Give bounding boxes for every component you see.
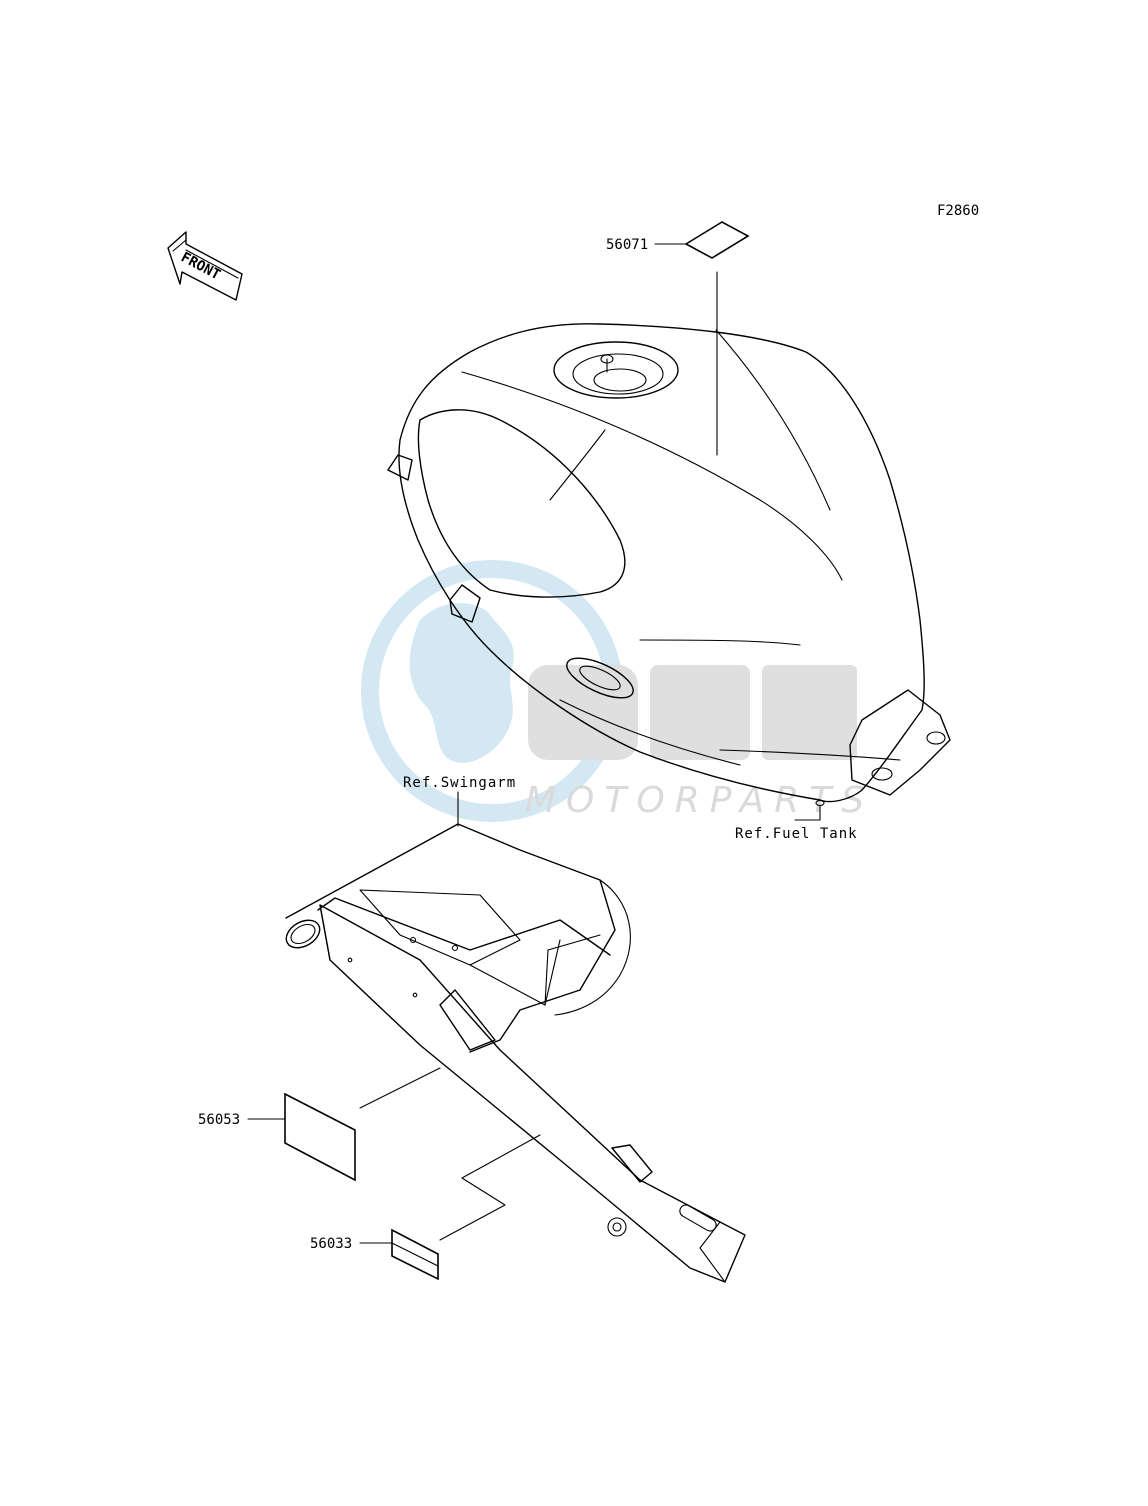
label-56053: 56053 bbox=[198, 1067, 441, 1182]
fuel-tank-drawing: Ref.Fuel Tank bbox=[387, 323, 951, 842]
front-direction-arrow: FRONT bbox=[167, 231, 243, 301]
ref-fuel-tank: Ref.Fuel Tank bbox=[735, 826, 858, 842]
swingarm-drawing: Ref.Swingarm bbox=[285, 775, 746, 1283]
label-56071: 56071 bbox=[606, 221, 750, 456]
front-arrow-label: FRONT bbox=[178, 249, 223, 283]
watermark-letter-e bbox=[650, 665, 750, 760]
ref-swingarm: Ref.Swingarm bbox=[403, 775, 516, 791]
watermark-tagline: MOTORPARTS bbox=[525, 780, 874, 821]
part-number-56053: 56053 bbox=[198, 1112, 240, 1128]
watermark-continents bbox=[409, 602, 514, 763]
part-number-56071: 56071 bbox=[606, 237, 648, 253]
watermark: MOTORPARTS bbox=[361, 560, 874, 822]
watermark-letter-m bbox=[762, 665, 857, 760]
watermark-letter-o bbox=[528, 665, 638, 760]
figure-code: F2860 bbox=[937, 203, 979, 219]
label-56033: 56033 bbox=[310, 1134, 541, 1281]
part-number-56033: 56033 bbox=[310, 1236, 352, 1252]
